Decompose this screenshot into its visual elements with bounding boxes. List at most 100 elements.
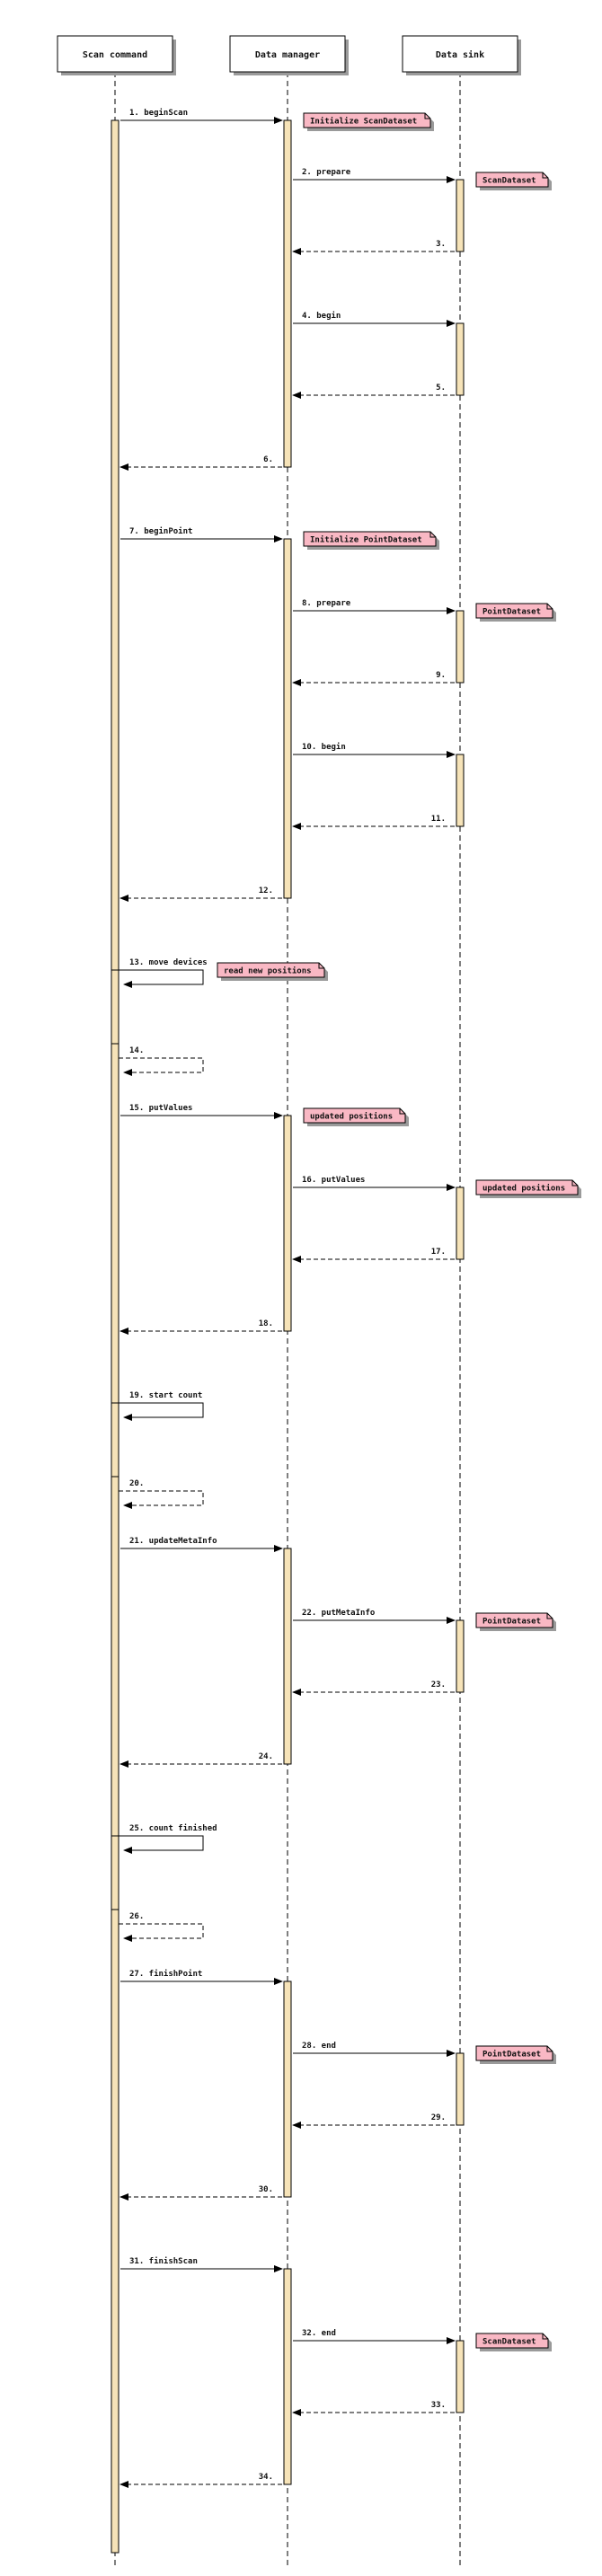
activation-bar-dm — [283, 1548, 292, 1765]
participant-box — [402, 35, 518, 73]
message-label: 20. — [129, 1479, 144, 1488]
message-arrow — [119, 1835, 204, 1854]
message-label: 30. — [259, 2185, 273, 2194]
note-text: read new positions — [224, 966, 312, 976]
note-box — [475, 1612, 553, 1628]
participant-label: Scan command — [83, 50, 147, 60]
note-box — [475, 1179, 579, 1195]
activation-bar-scan — [111, 1402, 120, 1478]
message-15: 15. putValues — [120, 1104, 283, 1119]
participant-sink: Data sink — [402, 35, 521, 75]
participant-label: Data sink — [436, 49, 484, 60]
message-28: 28. end — [293, 2042, 456, 2057]
message-8: 8. prepare — [293, 599, 456, 614]
message-33: 33. — [292, 2401, 455, 2416]
message-21: 21. updateMetaInfo — [120, 1537, 283, 1552]
message-32: 32. end — [293, 2329, 456, 2344]
note-2: Initialize PointDataset — [303, 531, 439, 550]
activation-bar-dm — [283, 1115, 292, 1332]
note-fold — [399, 1108, 405, 1115]
message-label: 5. — [436, 384, 446, 393]
note-7: PointDataset — [475, 1612, 556, 1631]
message-19: 19. start count — [119, 1391, 204, 1421]
message-label: 24. — [259, 1752, 273, 1761]
note-6: updated positions — [475, 1179, 581, 1198]
activation-bar-dm — [283, 538, 292, 899]
message-22: 22. putMetaInfo — [293, 1609, 456, 1624]
message-label: 21. updateMetaInfo — [129, 1537, 217, 1546]
activation-bar-dm — [283, 119, 292, 468]
activation-bar-sink — [456, 754, 465, 827]
message-14: 14. — [119, 1046, 204, 1076]
message-label: 11. — [431, 815, 446, 824]
note-box — [475, 2045, 553, 2061]
message-16: 16. putValues — [293, 1176, 456, 1191]
message-label: 10. begin — [302, 742, 346, 752]
message-label: 28. end — [302, 2042, 336, 2051]
activation-bar-sink — [456, 1619, 465, 1693]
note-box — [303, 1107, 406, 1124]
activation-bar-sink — [456, 322, 465, 396]
message-label: 3. — [436, 240, 446, 249]
activation-bar-sink — [456, 1187, 465, 1260]
note-fold — [546, 1613, 553, 1619]
message-24: 24. — [120, 1752, 282, 1768]
message-12: 12. — [120, 887, 282, 902]
message-label: 32. end — [302, 2329, 336, 2338]
message-27: 27. finishPoint — [120, 1969, 283, 1985]
message-arrow — [119, 1923, 204, 1942]
participant-box — [57, 35, 173, 73]
message-20: 20. — [119, 1479, 204, 1509]
activation-bar-scan — [111, 969, 120, 1045]
activation-bar-scan — [111, 119, 120, 2554]
participant-scan: Scan command — [57, 35, 176, 75]
note-text: updated positions — [482, 1184, 565, 1194]
message-label: 14. — [129, 1046, 144, 1055]
message-arrow — [119, 1057, 204, 1076]
note-box — [303, 112, 431, 128]
participant-box — [229, 35, 346, 73]
message-label: 1. beginScan — [129, 108, 188, 118]
note-text: Initialize PointDataset — [310, 535, 422, 545]
message-1: 1. beginScan — [120, 108, 283, 124]
activation-bar-sink — [456, 610, 465, 684]
note-text: ScanDataset — [482, 177, 536, 186]
message-label: 31. finishScan — [129, 2256, 198, 2266]
note-fold — [542, 2333, 548, 2340]
note-fold — [546, 604, 553, 610]
message-23: 23. — [292, 1681, 455, 1696]
message-5: 5. — [292, 384, 455, 399]
note-text: PointDataset — [482, 1617, 541, 1627]
message-18: 18. — [120, 1319, 282, 1335]
message-10: 10. begin — [293, 742, 456, 758]
message-13: 13. move devices — [119, 957, 208, 988]
message-arrow — [119, 1402, 204, 1421]
note-fold — [542, 172, 548, 179]
message-34: 34. — [120, 2473, 282, 2488]
message-label: 23. — [431, 1681, 446, 1689]
message-26: 26. — [119, 1912, 204, 1942]
message-11: 11. — [292, 815, 455, 830]
message-label: 33. — [431, 2401, 446, 2410]
note-text: Initialize ScanDataset — [310, 117, 417, 127]
note-4: read new positions — [217, 962, 328, 981]
message-arrow — [119, 1490, 204, 1509]
message-6: 6. — [120, 455, 282, 471]
message-30: 30. — [120, 2185, 282, 2201]
note-box — [475, 603, 553, 619]
activation-bar-sink — [456, 2340, 465, 2413]
note-fold — [318, 963, 324, 969]
message-label: 2. prepare — [302, 168, 351, 177]
message-label: 27. finishPoint — [129, 1969, 202, 1979]
message-label: 22. putMetaInfo — [302, 1609, 375, 1618]
note-text: PointDataset — [482, 2050, 541, 2060]
message-9: 9. — [292, 671, 455, 686]
message-label: 12. — [259, 887, 273, 895]
message-label: 13. move devices — [129, 957, 208, 967]
message-label: 15. putValues — [129, 1104, 192, 1113]
note-fold — [571, 1180, 578, 1187]
note-5: updated positions — [303, 1107, 409, 1126]
note-box — [303, 531, 437, 547]
note-box — [475, 2333, 549, 2349]
participant-label: Data manager — [255, 50, 320, 60]
